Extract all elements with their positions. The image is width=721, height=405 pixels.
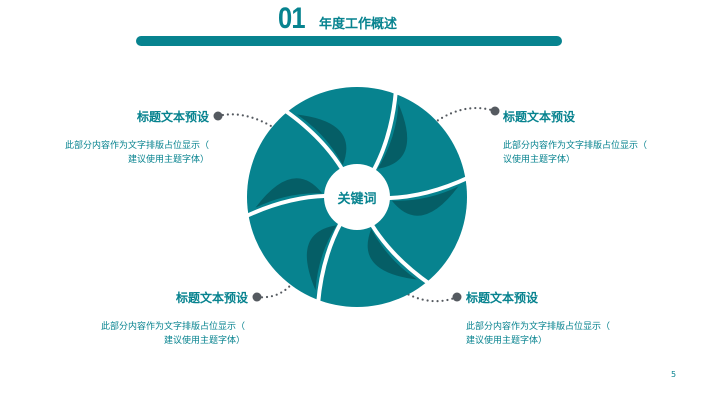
connector-dot <box>452 292 462 302</box>
connector-dot <box>213 111 223 121</box>
item-title-bottom-right: 标题文本预设 <box>466 291 539 305</box>
blade-shadow <box>391 186 459 216</box>
title-bar <box>136 36 562 46</box>
item-title-bottom-left: 标题文本预设 <box>176 291 249 305</box>
item-title-top-right: 标题文本预设 <box>503 110 576 124</box>
blade-gap <box>371 89 398 172</box>
blade-gap <box>282 108 345 171</box>
item-desc-top-left-2: 建议使用主题字体） <box>127 155 209 165</box>
blade-shadow <box>377 103 408 169</box>
item-desc-bottom-right-2: 建议使用主题字体） <box>466 336 548 346</box>
blade-shadow <box>255 178 323 208</box>
item-desc-bottom-left-2: 建议使用主题字体） <box>163 336 245 346</box>
blade-gap <box>316 222 343 305</box>
page-number: 5 <box>671 370 677 379</box>
center-keyword: 关键词 <box>337 192 377 207</box>
blade-gap <box>369 223 432 286</box>
blade-shadow <box>297 114 347 166</box>
blade-gap <box>387 175 471 201</box>
item-desc-top-left-1: 此部分内容作为文字排版占位显示（ <box>64 141 209 151</box>
blade-shadow <box>306 225 337 291</box>
section-number: 01 <box>278 2 306 35</box>
item-desc-bottom-left-1: 此部分内容作为文字排版占位显示（ <box>100 322 245 332</box>
item-desc-bottom-right-1: 此部分内容作为文字排版占位显示（ <box>466 322 611 332</box>
blade-gap <box>243 193 327 219</box>
center-circle <box>324 164 390 230</box>
section-title: 年度工作概述 <box>319 17 398 32</box>
item-title-top-left: 标题文本预设 <box>137 110 210 124</box>
dotted-connector <box>423 107 497 132</box>
connector-dot <box>252 292 262 302</box>
item-desc-top-right-2: 议使用主题字体） <box>503 155 576 165</box>
connector-dot <box>490 106 500 116</box>
item-desc-top-right-1: 此部分内容作为文字排版占位显示（ <box>503 141 648 151</box>
dotted-connector <box>216 113 291 140</box>
blade-shadow <box>367 228 417 280</box>
dotted-connector <box>255 270 302 299</box>
